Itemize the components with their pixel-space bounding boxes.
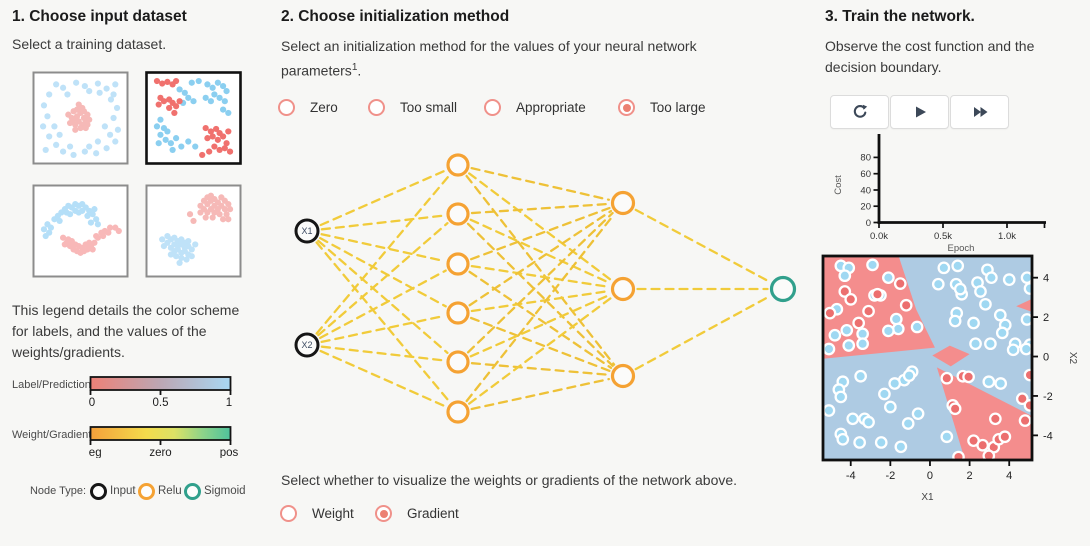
- svg-text:4: 4: [1006, 470, 1012, 482]
- radio-option-label: Too large: [650, 100, 706, 115]
- svg-text:-2: -2: [885, 470, 895, 482]
- svg-text:80: 80: [860, 153, 871, 164]
- play-button[interactable]: [890, 95, 949, 129]
- svg-text:60: 60: [860, 169, 871, 180]
- svg-text:2: 2: [967, 470, 973, 482]
- dataset-thumbnail-random[interactable]: [145, 71, 242, 165]
- svg-text:0.5k: 0.5k: [934, 231, 952, 242]
- panel2-title: 2. Choose initialization method: [281, 8, 510, 25]
- node-type-item-label: Input: [110, 485, 136, 497]
- init-option-zero[interactable]: Zero: [278, 99, 338, 116]
- panel1-subtitle: Select a training dataset.: [12, 36, 167, 52]
- fast-forward-icon: [973, 107, 987, 117]
- node-type-item-label: Relu: [158, 485, 182, 497]
- svg-text:Cost: Cost: [833, 175, 844, 195]
- dataset-thumbnail-center-blob[interactable]: [32, 71, 129, 165]
- label-prediction-label: Label/Prediction:: [12, 379, 94, 391]
- radio-option-label: Weight: [312, 506, 354, 521]
- panel2-subtitle-period: .: [357, 62, 362, 79]
- decision-boundary-chart: -4 -2 0 2 4 -4 -2 0 2 4X1 X2: [821, 254, 1078, 503]
- weight-gradient-label: Weight/Gradient:: [12, 429, 95, 441]
- radio-unselected-icon[interactable]: [280, 505, 297, 522]
- panel2-subtitle-line1: Select an initialization method for the …: [281, 38, 697, 54]
- radio-unselected-icon[interactable]: [278, 99, 295, 116]
- node-type-item-label: Sigmoid: [204, 485, 246, 497]
- fast-forward-button[interactable]: [950, 95, 1009, 129]
- panel3-subtitle: Observe the cost function and the decisi…: [825, 38, 1035, 75]
- footnote-marker: 1: [351, 62, 358, 73]
- svg-text:40: 40: [860, 185, 871, 196]
- svg-text:0: 0: [866, 218, 871, 229]
- svg-text:2: 2: [1043, 312, 1049, 324]
- svg-text:X1: X1: [921, 492, 934, 503]
- svg-text:20: 20: [860, 202, 871, 213]
- svg-text:1: 1: [226, 397, 232, 408]
- viz-option-weight[interactable]: Weight: [280, 505, 354, 522]
- radio-option-label: Zero: [310, 100, 338, 115]
- dataset-thumbnail-two-clusters[interactable]: [145, 184, 242, 278]
- init-option-too-large[interactable]: Too large: [618, 99, 706, 116]
- svg-text:0: 0: [927, 470, 933, 482]
- init-option-appropriate[interactable]: Appropriate: [484, 99, 586, 116]
- viz-option-gradient[interactable]: Gradient: [375, 505, 459, 522]
- init-option-too-small[interactable]: Too small: [368, 99, 457, 116]
- svg-text:-2: -2: [1043, 391, 1053, 403]
- radio-unselected-icon[interactable]: [368, 99, 385, 116]
- svg-text:pos: pos: [220, 447, 239, 458]
- weight-gradient-colorbar: neg zero pos: [89, 426, 239, 458]
- legend-description: This legend details the color scheme for…: [12, 302, 240, 360]
- init-method-radio-group: Zero Too small Appropriate Too large: [0, 99, 790, 119]
- svg-text:neg: neg: [89, 447, 102, 458]
- svg-text:4: 4: [1043, 273, 1049, 285]
- svg-text:-4: -4: [1043, 430, 1053, 442]
- panel3-title: 3. Train the network.: [825, 8, 975, 25]
- svg-text:0.5: 0.5: [153, 397, 169, 408]
- svg-text:0: 0: [89, 397, 95, 408]
- svg-text:Epoch: Epoch: [948, 243, 975, 253]
- reset-button[interactable]: [830, 95, 889, 129]
- panel2-subtitle: Select an initialization method for the …: [281, 36, 771, 82]
- svg-text:0.0k: 0.0k: [870, 231, 888, 242]
- play-icon: [915, 106, 926, 118]
- radio-option-label: Too small: [400, 100, 458, 115]
- radio-option-label: Appropriate: [516, 100, 586, 115]
- svg-text:1.0k: 1.0k: [998, 231, 1016, 242]
- svg-text:zero: zero: [149, 447, 171, 458]
- reset-icon: [853, 104, 867, 118]
- radio-unselected-icon[interactable]: [484, 99, 501, 116]
- radio-selected-icon[interactable]: [618, 99, 635, 116]
- radio-selected-icon[interactable]: [375, 505, 392, 522]
- radio-option-label: Gradient: [407, 506, 459, 521]
- panel2-subtitle-line2: parameters: [281, 62, 352, 79]
- svg-text:0: 0: [1043, 352, 1049, 364]
- svg-text:X2: X2: [1067, 352, 1078, 365]
- svg-text:X2: X2: [301, 340, 312, 350]
- viz-select-text: Select whether to visualize the weights …: [281, 472, 738, 488]
- node-type-legend: Input Relu Sigmoid: [90, 483, 260, 503]
- dataset-thumbnail-moons[interactable]: [32, 184, 129, 278]
- panel1-title: 1. Choose input dataset: [12, 8, 187, 25]
- svg-text:X1: X1: [301, 226, 312, 236]
- svg-text:-4: -4: [846, 470, 856, 482]
- node-type-label: Node Type:: [29, 485, 86, 497]
- relu-node-icon: [138, 483, 155, 500]
- input-node-icon: [90, 483, 107, 500]
- viz-radio-group: Weight Gradient: [0, 505, 500, 525]
- sigmoid-node-icon: [184, 483, 201, 500]
